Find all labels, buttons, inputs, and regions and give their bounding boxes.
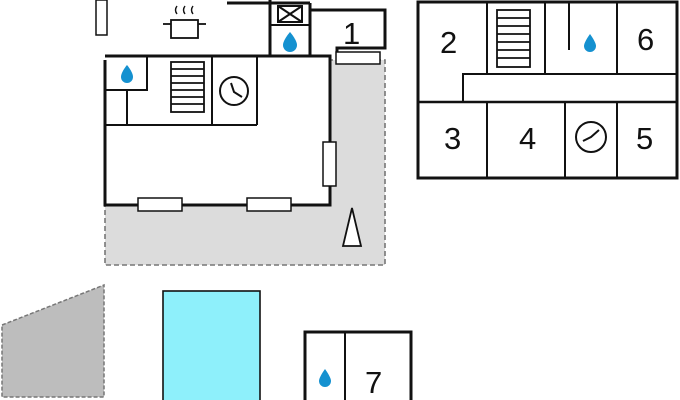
right-building bbox=[416, 0, 679, 180]
water-drop-icon bbox=[283, 32, 297, 52]
room-label: 6 bbox=[637, 22, 654, 57]
window bbox=[95, 0, 108, 36]
stairs-icon bbox=[170, 61, 205, 113]
room-label: 5 bbox=[636, 121, 653, 156]
north-arrow-icon bbox=[341, 207, 363, 247]
room-label: 1 bbox=[343, 16, 360, 51]
shed-area bbox=[1, 283, 105, 398]
storage-crossed-box-icon bbox=[277, 5, 303, 23]
water-drop-icon bbox=[121, 65, 133, 83]
window bbox=[246, 197, 292, 212]
window bbox=[322, 141, 337, 187]
small-building bbox=[303, 330, 413, 400]
window bbox=[137, 197, 183, 212]
window bbox=[335, 51, 381, 65]
clock-icon bbox=[219, 76, 249, 106]
left-building bbox=[103, 0, 387, 207]
water-drop-icon bbox=[584, 34, 596, 52]
room-label: 3 bbox=[444, 121, 461, 156]
room-label: 7 bbox=[365, 365, 382, 400]
pool bbox=[162, 290, 261, 400]
room-label: 2 bbox=[440, 25, 457, 60]
windows-left-building bbox=[95, 0, 381, 212]
water-drop-icon bbox=[319, 369, 331, 387]
clock-icon bbox=[575, 121, 607, 153]
cooking-pot-icon bbox=[163, 5, 206, 39]
stairs-icon bbox=[496, 9, 531, 68]
room-label: 4 bbox=[519, 121, 536, 156]
